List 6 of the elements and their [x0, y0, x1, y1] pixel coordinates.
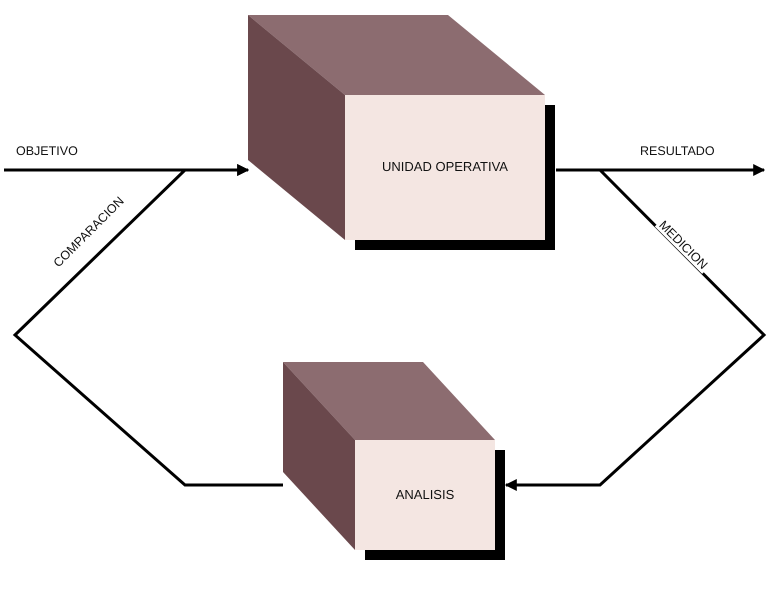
edge-label: RESULTADO: [638, 144, 717, 158]
edge-label: OBJETIVO: [14, 144, 80, 158]
arrow: [504, 168, 766, 491]
block-label: UNIDAD OPERATIVA: [381, 158, 509, 176]
arrow: [12, 164, 283, 486]
block-label: ANALISIS: [394, 486, 456, 504]
